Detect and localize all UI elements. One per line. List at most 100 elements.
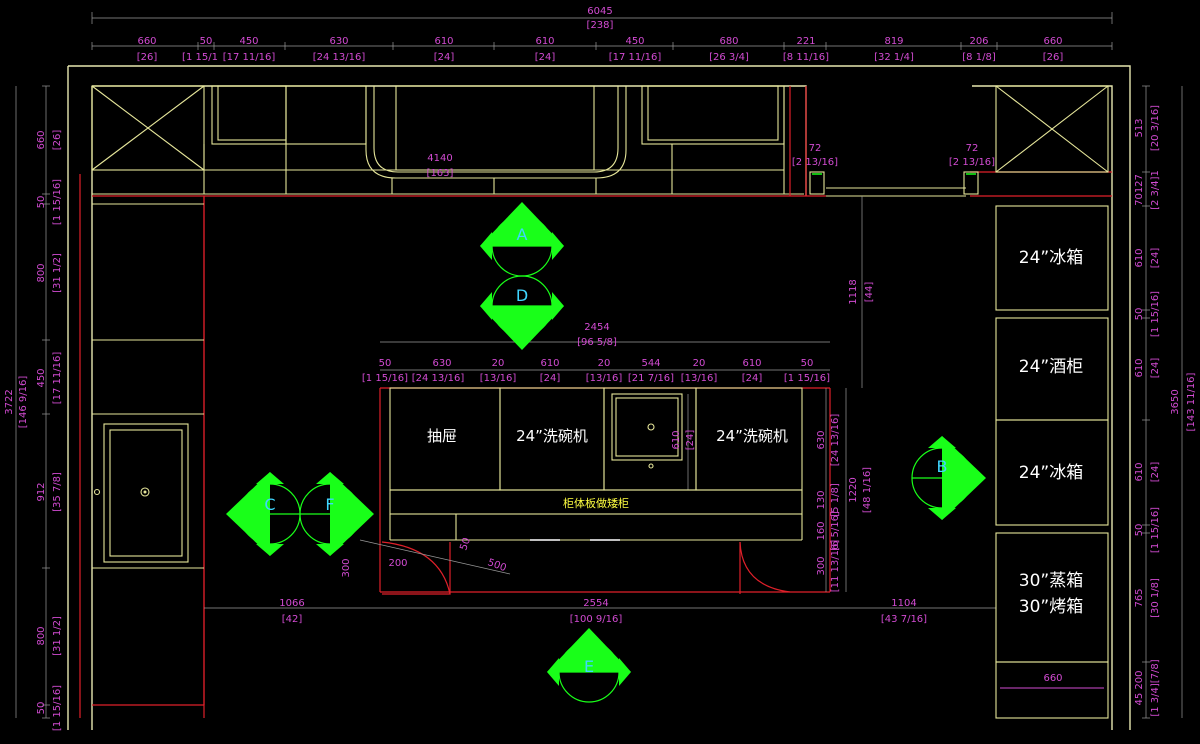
right-seg-7-in: [1 15/16] — [1150, 507, 1161, 553]
top-seg-6-mm: 610 — [535, 36, 554, 47]
island-seg-9-mm: 50 — [801, 358, 814, 369]
island-side-1-mm: 630 — [816, 430, 827, 449]
top-seg-12-mm: 660 — [1043, 36, 1062, 47]
top-dimension-chain: 6045 [238] 660 [26] 50 [1 15/1 450 [17 1… — [91, 6, 1113, 63]
left-seg-7-in: [1 15/16] — [52, 685, 63, 731]
island: 2454 [96 5/8] 50 [1 15/16] 630 [24 13/16… — [341, 322, 873, 595]
bottom-seg-3-in: [43 7/16] — [881, 614, 927, 625]
upper-cabinet-run: 4140 [163] — [91, 85, 804, 195]
left-seg-6-mm: 800 — [36, 626, 47, 645]
bottom-seg-1-mm: 1066 — [279, 598, 304, 609]
note-300: 300 — [341, 558, 352, 577]
fridge-2-label: 24”冰箱 — [1019, 463, 1083, 483]
island-seg-5-mm: 20 — [598, 358, 611, 369]
oven-label: 30”烤箱 — [1019, 597, 1083, 617]
top-seg-11-mm: 206 — [969, 36, 988, 47]
island-seg-3-in: [13/16] — [480, 373, 517, 384]
wine-label: 24”酒柜 — [1019, 357, 1083, 377]
island-width-in: [96 5/8] — [577, 337, 617, 348]
island-seg-8-in: [24] — [742, 373, 763, 384]
left-seg-2-mm: 50 — [36, 196, 47, 209]
right-seg-9-mm: 45 200 — [1134, 671, 1145, 706]
fridge-2 — [995, 419, 1109, 526]
marker-a[interactable]: A — [480, 202, 564, 277]
right-seg-1-in: [20 3/16] — [1150, 105, 1161, 151]
island-seg-6-in: [21 7/16] — [628, 373, 674, 384]
right-seg-3-in: [24] — [1150, 248, 1161, 269]
left-seg-3-mm: 800 — [36, 263, 47, 282]
left-seg-2-in: [1 15/16] — [52, 179, 63, 225]
island-seg-4-in: [24] — [540, 373, 561, 384]
base-width-label: 660 — [1043, 673, 1062, 684]
aisle-depth-dim: 1118 [44] — [848, 196, 875, 388]
overall-width-in: [238] — [587, 20, 614, 31]
bottom-seg-1-in: [42] — [282, 614, 303, 625]
top-seg-7-in: [17 11/16] — [609, 52, 662, 63]
island-seg-2-in: [24 13/16] — [412, 373, 465, 384]
right-notch-in: [2 13/16] — [949, 157, 995, 168]
low-cabinet-label: 柜体板做矮柜 — [563, 496, 629, 510]
aisle-depth-mm: 1118 — [848, 279, 859, 304]
island-depth-mm: 1220 — [848, 477, 859, 502]
left-sink — [103, 423, 189, 563]
island-sink-in: [24] — [685, 430, 696, 451]
aisle-depth-in: [44] — [864, 282, 875, 303]
marker-b[interactable]: B — [911, 436, 986, 520]
right-seg-4-mm: 50 — [1134, 308, 1145, 321]
wall-cabinet-450 — [211, 85, 287, 145]
bottom-seg-3-mm: 1104 — [891, 598, 916, 609]
right-seg-6-mm: 610 — [1134, 462, 1145, 481]
marker-d[interactable]: D — [480, 275, 564, 350]
marker-a-label: A — [517, 225, 528, 244]
note-200: 200 — [388, 558, 407, 569]
left-seg-1-in: [26] — [52, 130, 63, 151]
top-seg-11-in: [8 1/8] — [962, 52, 996, 63]
left-seg-5-in: [35 7/8] — [52, 472, 63, 512]
top-seg-5-mm: 610 — [434, 36, 453, 47]
island-width-mm: 2454 — [584, 322, 609, 333]
marker-b-label: B — [937, 457, 948, 476]
island-side-2-mm: 130 — [816, 490, 827, 509]
island-seg-1-in: [1 15/16] — [362, 373, 408, 384]
range-hood-block — [365, 86, 627, 179]
marker-f[interactable]: F — [299, 472, 374, 556]
top-seg-4-in: [24 13/16] — [313, 52, 366, 63]
island-side-1-in: [24 13/16] — [830, 414, 841, 467]
island-depth-in: [48 1/16] — [862, 467, 873, 513]
right-seg-8-in: [30 1/8] — [1150, 578, 1161, 618]
marker-e[interactable]: E — [547, 628, 631, 703]
top-seg-2-mm: 50 — [200, 36, 213, 47]
left-seg-4-mm: 450 — [36, 368, 47, 387]
fridge-1 — [995, 205, 1109, 311]
marker-e-label: E — [584, 657, 594, 676]
right-seg-3-mm: 610 — [1134, 248, 1145, 267]
wall-cabinet-680 — [641, 85, 785, 145]
top-seg-6-in: [24] — [535, 52, 556, 63]
top-seg-1-mm: 660 — [137, 36, 156, 47]
left-cabinet-run — [92, 203, 204, 569]
right-overall-mm: 3650 — [1170, 389, 1181, 414]
top-seg-10-in: [32 1/4] — [874, 52, 914, 63]
right-seg-2-mm: 70127 — [1134, 174, 1145, 206]
top-seg-8-in: [26 3/4] — [709, 52, 749, 63]
overall-height-mm: 3722 — [4, 389, 15, 414]
steam-label: 30”蒸箱 — [1019, 571, 1083, 591]
left-seg-7-mm: 50 — [36, 702, 47, 715]
right-seg-7-mm: 50 — [1134, 524, 1145, 537]
bottom-seg-2-mm: 2554 — [583, 598, 608, 609]
right-notch-mm: 72 — [966, 143, 979, 154]
wall-notches: 72 [2 13/16] 72 [2 13/16] — [792, 143, 995, 197]
marker-c[interactable]: C — [226, 472, 301, 556]
island-side-4-mm: 300 — [816, 556, 827, 575]
island-sink — [611, 393, 683, 461]
right-seg-4-in: [1 15/16] — [1150, 291, 1161, 337]
left-notch-mm: 72 — [809, 143, 822, 154]
left-seg-6-in: [31 1/2] — [52, 616, 63, 656]
top-seg-3-in: [17 11/16] — [223, 52, 276, 63]
base-drawer-660 — [995, 661, 1109, 719]
low-cabinet — [389, 489, 803, 515]
right-overall-in: [143 11/16] — [1186, 372, 1197, 431]
top-seg-8-mm: 680 — [719, 36, 738, 47]
drawer-label: 抽屉 — [427, 427, 457, 445]
